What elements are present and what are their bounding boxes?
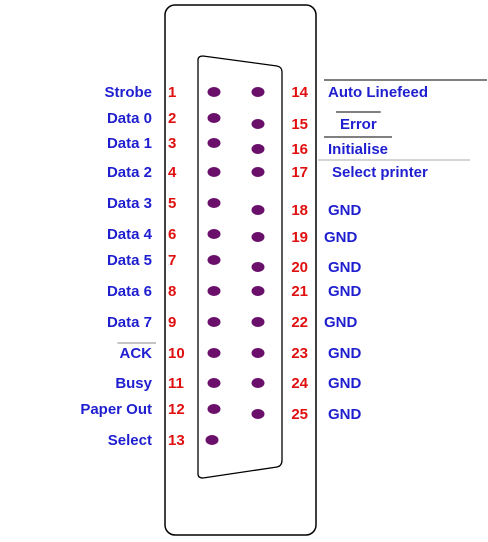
connector-outer-shell xyxy=(164,4,317,536)
pin-19-number: 19 xyxy=(291,229,308,246)
pin-1-label: Strobe xyxy=(104,84,152,101)
pin-6-label: Data 4 xyxy=(107,226,153,243)
pin-19-label: GND xyxy=(324,229,358,246)
pin-3-number: 3 xyxy=(168,135,176,152)
pin-12-label: Paper Out xyxy=(80,401,152,418)
pin-23-dot xyxy=(251,348,265,358)
pin-13-label: Select xyxy=(108,432,152,449)
pin-16-dot xyxy=(251,144,265,154)
pin-7-dot xyxy=(207,255,221,265)
pin-24-dot xyxy=(251,378,265,388)
pin-14-label: Auto Linefeed xyxy=(328,84,428,101)
pin-24-label: GND xyxy=(328,375,362,392)
pin-14-number: 14 xyxy=(291,84,308,101)
pin-22-dot xyxy=(251,317,265,327)
pin-4-dot xyxy=(207,167,221,177)
pin-10-dot xyxy=(207,348,221,358)
pin-12-dot xyxy=(207,404,221,414)
pin-11-dot xyxy=(207,378,221,388)
pin-9-label: Data 7 xyxy=(107,314,152,331)
pin-24-number: 24 xyxy=(291,375,308,392)
pin-1-number: 1 xyxy=(168,84,176,101)
pin-10-label: ACK xyxy=(120,345,153,362)
pin-16-label: Initialise xyxy=(328,141,388,158)
pin-18-dot xyxy=(251,205,265,215)
pin-25-label: GND xyxy=(328,406,362,423)
pin-21-dot xyxy=(251,286,265,296)
pin-9-number: 9 xyxy=(168,314,176,331)
pin-5-dot xyxy=(207,198,221,208)
pin-19-dot xyxy=(251,232,265,242)
pin-17-dot xyxy=(251,167,265,177)
pin-9-dot xyxy=(207,317,221,327)
pin-18-label: GND xyxy=(328,202,362,219)
pin-2-number: 2 xyxy=(168,110,176,127)
pin-3-label: Data 1 xyxy=(107,135,152,152)
pin-15-label: Error xyxy=(340,116,377,133)
pin-22-label: GND xyxy=(324,314,358,331)
pin-13-dot xyxy=(205,435,219,445)
pin-13-number: 13 xyxy=(168,432,185,449)
pin-8-dot xyxy=(207,286,221,296)
pin-8-number: 8 xyxy=(168,283,176,300)
pin-4-label: Data 2 xyxy=(107,164,152,181)
pin-20-number: 20 xyxy=(291,259,308,276)
pin-5-label: Data 3 xyxy=(107,195,152,212)
pin-10-number: 10 xyxy=(168,345,185,362)
pin-2-dot xyxy=(207,113,221,123)
pin-23-number: 23 xyxy=(291,345,308,362)
pin-7-label: Data 5 xyxy=(107,252,152,269)
pin-15-number: 15 xyxy=(291,116,308,133)
pin-5-number: 5 xyxy=(168,195,176,212)
pin-25-dot xyxy=(251,409,265,419)
pin-11-number: 11 xyxy=(168,375,184,392)
pin-16-number: 16 xyxy=(291,141,308,158)
pin-22-number: 22 xyxy=(291,314,308,331)
pin-18-number: 18 xyxy=(291,202,308,219)
pin-21-label: GND xyxy=(328,283,362,300)
pin-25-number: 25 xyxy=(291,406,308,423)
pin-23-label: GND xyxy=(328,345,362,362)
pin-20-dot xyxy=(251,262,265,272)
pin-7-number: 7 xyxy=(168,252,176,269)
pin-17-label: Select printer xyxy=(332,164,428,181)
pin-2-label: Data 0 xyxy=(107,110,152,127)
pin-14-dot xyxy=(251,87,265,97)
pin-15-dot xyxy=(251,119,265,129)
pin-6-dot xyxy=(207,229,221,239)
pin-20-label: GND xyxy=(328,259,362,276)
pin-11-label: Busy xyxy=(115,375,152,392)
pin-1-dot xyxy=(207,87,221,97)
connector-inner-body xyxy=(197,55,283,479)
pin-6-number: 6 xyxy=(168,226,176,243)
pin-12-number: 12 xyxy=(168,401,185,418)
pin-21-number: 21 xyxy=(291,283,308,300)
pin-3-dot xyxy=(207,138,221,148)
pin-17-number: 17 xyxy=(291,164,308,181)
pin-8-label: Data 6 xyxy=(107,283,152,300)
pin-4-number: 4 xyxy=(168,164,177,181)
